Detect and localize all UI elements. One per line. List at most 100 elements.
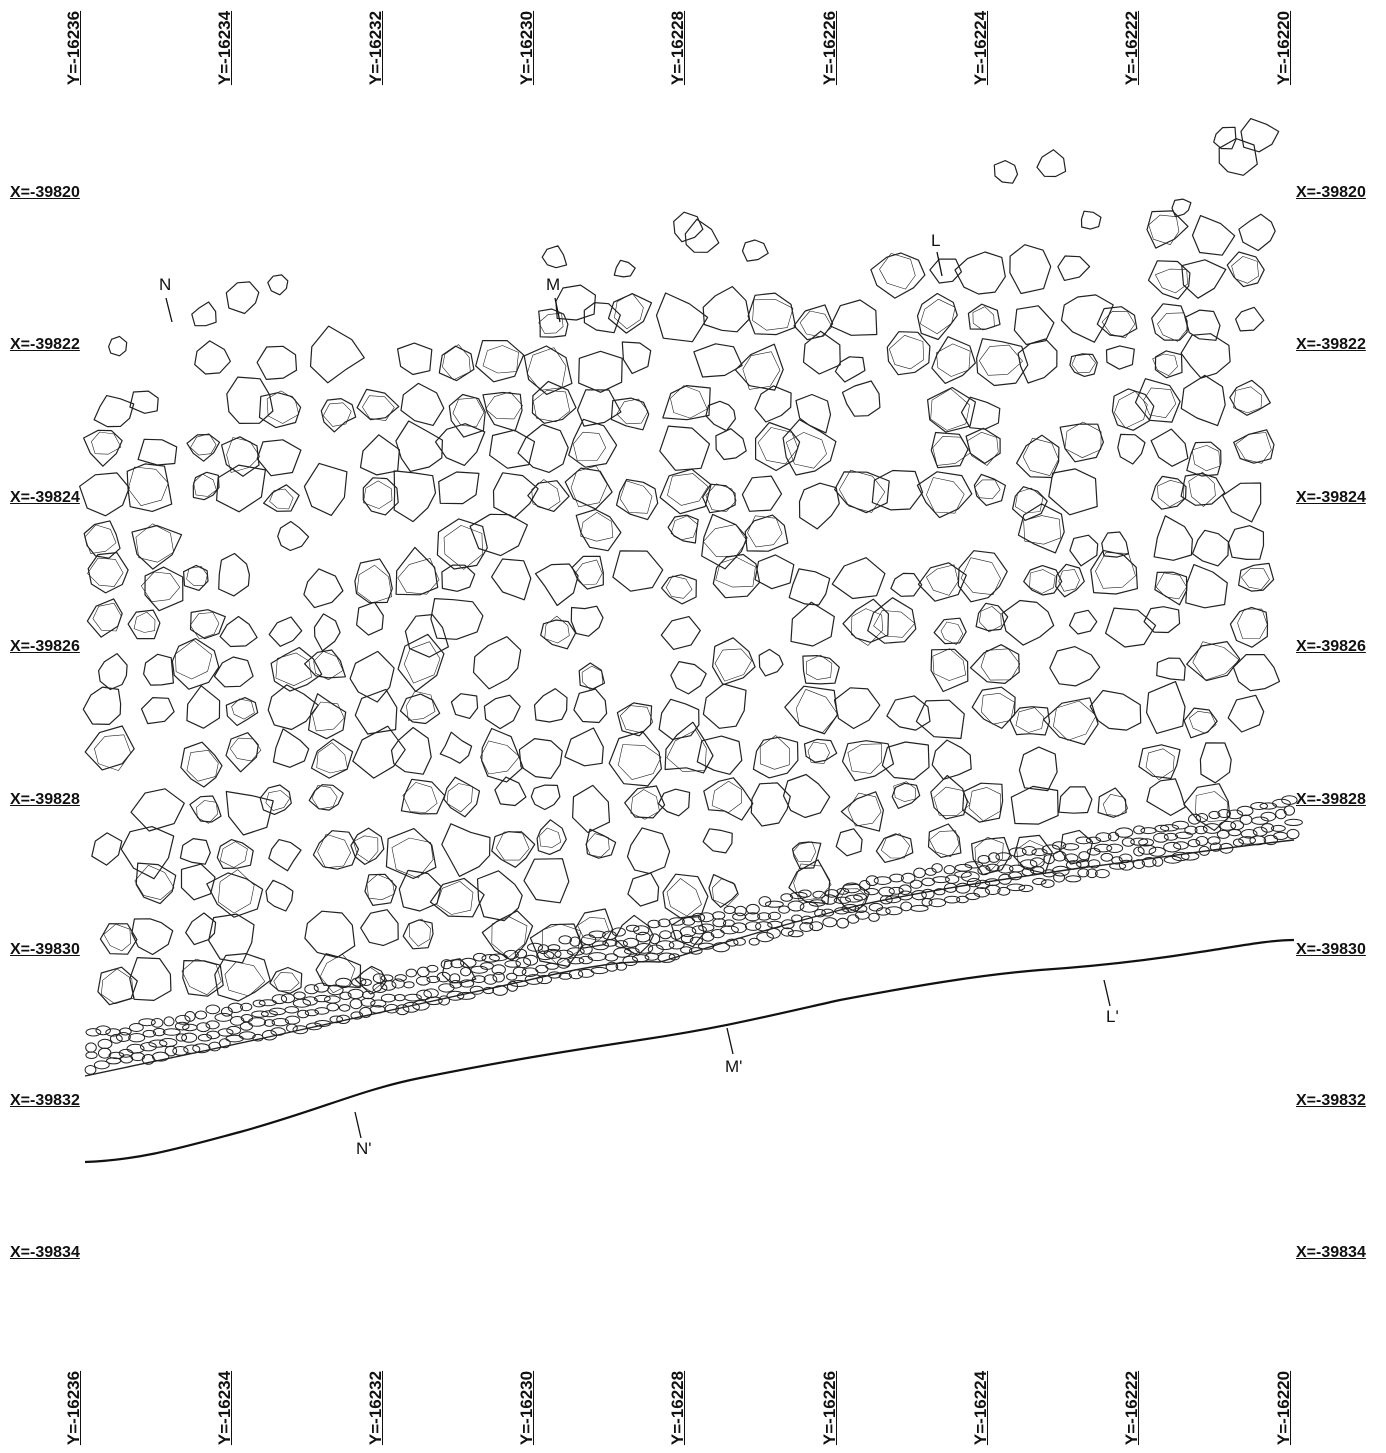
stone: [476, 870, 523, 922]
pebble: [163, 1016, 175, 1027]
pebble: [898, 884, 912, 896]
stone: [400, 778, 446, 815]
pebble: [875, 907, 891, 916]
stone: [1227, 525, 1265, 561]
pebble: [778, 905, 790, 914]
pebble: [1195, 836, 1209, 846]
pebble: [1087, 859, 1101, 869]
stone: [965, 427, 1001, 464]
pebble: [85, 1042, 97, 1053]
pebble: [1137, 844, 1157, 855]
stone: [144, 566, 184, 612]
pebble: [921, 888, 935, 900]
pebble: [1227, 829, 1242, 837]
stone: [1013, 305, 1055, 346]
stone: [574, 908, 614, 949]
section-mark-n-prime: [354, 1111, 362, 1139]
stone: [1058, 786, 1093, 814]
stone: [803, 738, 838, 763]
pebble: [417, 966, 430, 978]
stone-inner-edge: [742, 351, 781, 390]
stone: [870, 252, 926, 299]
loose-stone: [1171, 198, 1192, 218]
loose-stone: [1218, 138, 1258, 176]
stone: [186, 433, 221, 462]
stone: [99, 923, 138, 955]
pebble: [148, 1039, 168, 1048]
stone: [802, 654, 840, 685]
stone-inner-edge: [127, 466, 169, 507]
stone: [226, 376, 274, 424]
stone-inner-edge: [712, 878, 739, 907]
stone: [390, 726, 432, 775]
pebble: [175, 1014, 191, 1025]
stone-inner-edge: [980, 648, 1021, 681]
stone: [712, 553, 761, 599]
pebble: [450, 959, 465, 969]
pebble: [712, 942, 730, 953]
stone: [214, 952, 271, 1002]
pebble: [1065, 875, 1082, 883]
stone: [362, 477, 399, 516]
pebble: [446, 990, 465, 1001]
stone: [131, 918, 174, 956]
pebble: [924, 867, 937, 876]
stone-inner-edge: [616, 398, 649, 425]
loose-stone: [1036, 149, 1067, 178]
pebble: [109, 1033, 123, 1044]
stone-inner-edge: [711, 780, 742, 813]
stone: [578, 350, 623, 393]
stone: [754, 421, 801, 472]
loose-stone: [684, 218, 720, 253]
y-grid-label-bottom: Y=-16230: [517, 1370, 536, 1446]
stone-inner-edge: [926, 477, 965, 514]
stone: [744, 514, 789, 552]
pebble: [449, 980, 463, 989]
stone: [135, 862, 177, 905]
stone: [1186, 640, 1241, 682]
stone: [1150, 428, 1189, 467]
pebble: [1140, 827, 1157, 835]
pebble: [1064, 853, 1079, 863]
pebble: [554, 949, 574, 959]
stone-inner-edge: [319, 953, 356, 994]
stone-inner-edge: [532, 389, 571, 423]
pebble: [977, 855, 991, 864]
stone-inner-edge: [839, 888, 868, 913]
pebble: [105, 1028, 121, 1037]
stone: [482, 391, 523, 432]
stone-inner-edge: [362, 395, 395, 421]
pebble: [1153, 832, 1169, 843]
pebble: [1188, 813, 1201, 825]
stone-inner-edge: [485, 391, 523, 420]
pebble: [1239, 814, 1253, 825]
stone: [930, 648, 969, 693]
stone-inner-edge: [665, 575, 693, 599]
y-grid-label-bottom: Y=-16222: [1122, 1370, 1141, 1446]
pebble: [547, 944, 561, 952]
pebble: [175, 1033, 188, 1042]
pebble: [734, 905, 747, 917]
stone: [82, 429, 123, 467]
stone: [436, 518, 488, 570]
stone-inner-edge: [619, 480, 653, 514]
stone-inner-edge: [196, 800, 218, 824]
pebble-outlines: [84, 795, 1303, 1075]
stone-inner-edge: [1143, 387, 1177, 419]
stone-inner-edge: [666, 729, 707, 773]
y-grid-label-top: Y=-16228: [668, 10, 687, 86]
pebble: [1208, 810, 1221, 820]
stone: [693, 343, 743, 378]
stone-inner-edge: [1015, 707, 1045, 733]
stone: [354, 558, 393, 604]
pebble: [483, 974, 498, 985]
stone-inner-edge: [619, 705, 654, 734]
stone: [270, 646, 323, 692]
stone: [534, 563, 579, 607]
stone: [527, 480, 570, 512]
stone: [1154, 571, 1188, 606]
pebble: [566, 947, 585, 956]
stone: [481, 727, 524, 783]
stone: [788, 568, 831, 606]
pebble: [1021, 846, 1037, 856]
